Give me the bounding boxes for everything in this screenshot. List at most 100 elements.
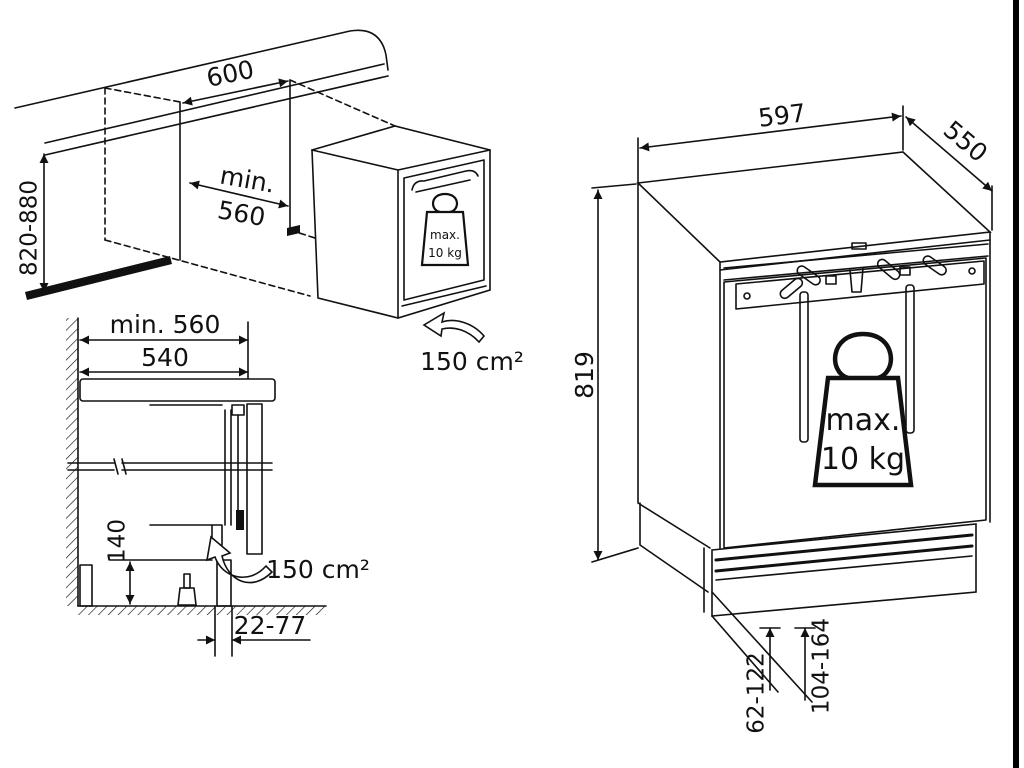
foot-base	[177, 587, 197, 606]
appliance-section	[67, 403, 273, 555]
airflow-arrow-top: 150 cm²	[420, 311, 524, 376]
appliance-door	[403, 159, 485, 301]
door-fixing-rail-left	[799, 291, 809, 443]
plinth-height-label: 140	[105, 519, 131, 563]
door-fixing-rail-right	[905, 284, 915, 434]
base-height-dimensions: 62-122 104-164	[711, 591, 835, 734]
rail-line	[723, 255, 989, 281]
niche-depth-prefix: min.	[218, 161, 277, 199]
plinth-height-dimension: 140	[105, 519, 213, 605]
extension-line	[214, 605, 233, 657]
base-height-high-label: 104-164	[809, 618, 835, 714]
mounting-slot	[876, 258, 901, 281]
appliance-silhouette	[311, 125, 491, 319]
small-appliance: max. 10 kg	[311, 125, 491, 319]
plinth-grille-line	[715, 555, 973, 581]
wall-hatch	[66, 318, 78, 606]
appliance-height-dimension: 819	[570, 183, 639, 563]
niche-floor-edge	[104, 239, 311, 297]
appliance-width-label: 597	[757, 98, 808, 133]
page-edge-bar	[1013, 0, 1019, 768]
appliance-width-dimension: 597	[637, 98, 904, 183]
weight-knob	[832, 331, 894, 381]
countertop-section	[79, 378, 276, 402]
weight-body	[812, 375, 914, 488]
appliance-door	[723, 257, 987, 549]
adjustable-foot	[177, 573, 197, 606]
bracket-block	[899, 266, 911, 276]
section-view: min. 560 540 140	[66, 310, 370, 657]
hinge-rail	[723, 243, 989, 443]
appliance-plinth-line	[401, 285, 487, 307]
niche-top-projection	[289, 79, 396, 127]
countertop-depth-label: min. 560	[110, 310, 221, 339]
bracket-block	[825, 275, 837, 285]
appliance-depth-dimension: 540	[79, 343, 249, 377]
niche-top-depth-edge	[104, 87, 181, 103]
extension-line	[711, 615, 779, 693]
niche-width-label: 600	[204, 55, 257, 93]
mounting-plate	[735, 260, 985, 310]
floor-hatch	[78, 606, 326, 615]
break-mark	[113, 458, 127, 475]
plinth-grille-line	[714, 544, 974, 573]
screw-hole	[968, 267, 976, 275]
front-plinth-board	[216, 559, 232, 607]
floor-strip	[25, 256, 172, 300]
mounting-slot	[779, 277, 804, 300]
weight-value: 10 kg	[428, 246, 462, 260]
bracket-hook	[849, 267, 864, 293]
airflow-arrow-icon	[205, 535, 274, 584]
weight-value: 10 kg	[821, 442, 905, 477]
appliance-handle	[411, 169, 479, 191]
rear-plinth-block	[79, 564, 93, 607]
mounting-slot	[922, 255, 947, 276]
weight-body	[420, 210, 470, 267]
dimension-line	[639, 112, 902, 152]
weight-max-label: max.	[826, 403, 901, 438]
plinth-setback-label: 22-77	[234, 611, 307, 640]
countertop-perspective	[14, 29, 389, 156]
weight-knob	[432, 192, 458, 214]
base-height-low-label: 62-122	[744, 652, 770, 733]
hinge-shoe	[236, 510, 244, 530]
niche-view: 600 min. 560 820-880 max. 10 kg	[14, 29, 524, 376]
screw-hole	[743, 292, 751, 300]
appliance-plinth	[703, 523, 977, 617]
appliance-height-label: 819	[570, 351, 599, 399]
countertop-back-edge	[14, 29, 389, 109]
plinth-grille-line	[714, 533, 974, 562]
small-weight-icon: max. 10 kg	[420, 192, 470, 267]
mounting-slot	[796, 265, 821, 286]
niche-height-dimension: 820-880	[17, 153, 49, 293]
niche-width-dimension: 600	[182, 55, 289, 106]
airflow-arrow-icon	[422, 311, 486, 344]
dimension-line	[182, 78, 289, 106]
niche-depth-label: 560	[215, 195, 267, 232]
ventilation-area-label: 150 cm²	[420, 347, 524, 376]
weight-max-label: max.	[430, 228, 460, 242]
appliance-depth-label: 550	[938, 115, 993, 168]
ventilation-area-label: 150 cm²	[266, 555, 370, 584]
hinge-column	[224, 409, 239, 526]
appliance-handle-inner	[415, 179, 471, 193]
large-weight-icon: max. 10 kg	[812, 331, 914, 488]
extension-line	[711, 591, 813, 703]
countertop-front-bottom-edge	[44, 75, 389, 156]
plinth-front	[711, 523, 977, 617]
foot-stem	[183, 573, 191, 589]
plinth-setback-dimension: 22-77	[197, 605, 311, 657]
dimension-line	[189, 180, 289, 209]
niche-height-label: 820-880	[17, 180, 43, 276]
countertop-depth-dimension: min. 560	[79, 310, 249, 379]
extension-line	[637, 105, 904, 183]
furniture-door-panel	[246, 403, 263, 555]
dimension-line	[905, 116, 993, 192]
top-notch	[851, 242, 867, 250]
appliance-view: max. 10 kg 597 550 819	[570, 98, 993, 733]
niche-depth-dimension: min. 560	[189, 161, 289, 232]
airflow-arrow-side: 150 cm²	[205, 535, 370, 584]
lower-side-edge	[639, 502, 709, 593]
appliance-left-side	[637, 182, 711, 549]
